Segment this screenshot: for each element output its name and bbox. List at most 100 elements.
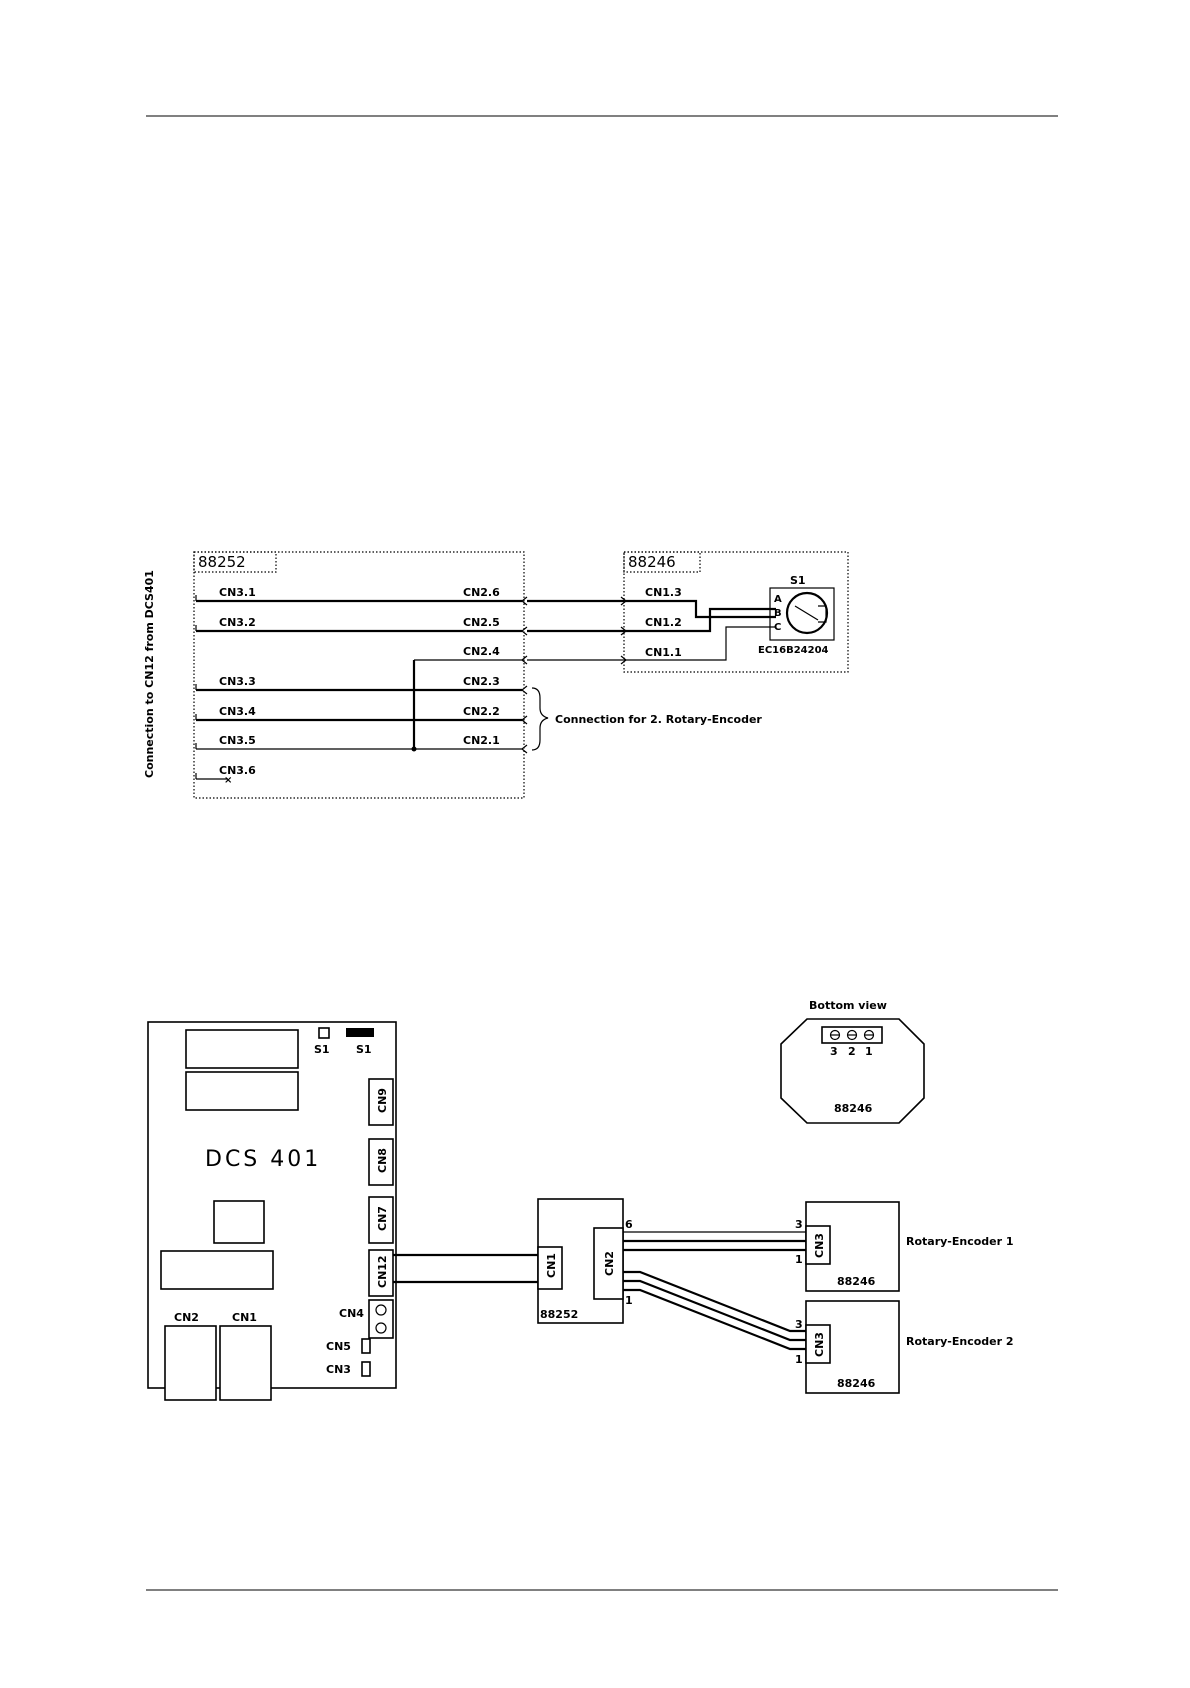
encoder2-cable [623, 1288, 806, 1351]
cn2-pin-label: CN2.5 [463, 616, 500, 629]
switch-pin-label: B [774, 608, 782, 619]
encoder1-cn3 [805, 1225, 831, 1265]
connector-cn1 [219, 1325, 272, 1401]
cn1-pin-label: CN1.3 [645, 586, 682, 599]
connector-cn2-label: CN2 [174, 1311, 199, 1324]
adapter-pin-top: 6 [625, 1218, 633, 1231]
board-component [160, 1250, 274, 1290]
switch-pin-label: C [774, 622, 781, 633]
connector-cn8-label: CN8 [376, 1148, 389, 1173]
bottom-view-pin [863, 1029, 875, 1041]
connector-cn12 [368, 1249, 394, 1297]
connector-mark [521, 685, 528, 695]
board-component [185, 1029, 299, 1069]
switch-body [769, 587, 835, 641]
no-connect-mark: × [224, 775, 232, 786]
cn2-pin-label: CN2.6 [463, 586, 500, 599]
schematic-diagram: 88252 88246 Connection to CN12 from DCS4… [143, 551, 849, 799]
adapter-cn1 [537, 1246, 563, 1290]
connector-cn8 [368, 1138, 394, 1186]
connector-mark [521, 744, 528, 754]
cn1-pin-label: CN1.1 [645, 646, 682, 659]
side-connection-label: Connection to CN12 from DCS401 [143, 570, 156, 778]
cn3-pin-label: CN3.6 [219, 764, 256, 777]
connector-mark [521, 626, 528, 636]
adapter-cn2 [593, 1227, 624, 1300]
encoder2-cable [623, 1270, 806, 1333]
board-component [185, 1071, 299, 1111]
switch-pin-label: A [774, 594, 782, 605]
wire [626, 599, 776, 619]
cn3-pin-label: CN3.4 [219, 705, 256, 718]
connector-cn1-label: CN1 [232, 1311, 257, 1324]
encoder1-pin-top: 3 [795, 1218, 803, 1231]
cn2-pin-label: CN2.4 [463, 645, 500, 658]
connector-cn7 [368, 1196, 394, 1244]
connector-cn4-label: CN4 [339, 1307, 364, 1320]
board-88252-title-box [193, 551, 277, 573]
connector-cn3-label: CN3 [326, 1363, 351, 1376]
bottom-view-pin-label: 2 [848, 1045, 856, 1058]
bottom-view-pin-label: 3 [830, 1045, 838, 1058]
connector-mark [521, 715, 528, 725]
connector-cn2 [164, 1325, 217, 1401]
switch-contact [818, 605, 827, 623]
adapter-pin-bottom: 1 [625, 1294, 633, 1307]
bottom-view-title: Bottom view [809, 999, 887, 1012]
switch-contact [794, 605, 819, 621]
wire [626, 626, 776, 661]
board-component [213, 1200, 265, 1244]
encoder1-label: 88246 [837, 1275, 876, 1288]
encoder2-pin-bottom: 1 [795, 1353, 803, 1366]
connector-cn5 [361, 1338, 371, 1354]
adapter-cn2-label: CN2 [603, 1251, 616, 1276]
cn2-pin-label: CN2.1 [463, 734, 500, 747]
wiring-diagram: DCS 401 S1 S1 CN9 CN8 CN7 CN12 CN4 CN5 C… [147, 999, 1014, 1401]
bottom-view-label: 88246 [834, 1102, 873, 1115]
encoder2-cn3-label: CN3 [813, 1332, 826, 1357]
bottom-view-pin [829, 1029, 841, 1041]
cn3-pin-label: CN3.1 [219, 586, 256, 599]
board-88246-label: 88246 [628, 553, 676, 571]
encoder2-name: Rotary-Encoder 2 [906, 1335, 1014, 1348]
board-88246-title-box [623, 551, 701, 573]
connector-cn9-label: CN9 [376, 1088, 389, 1113]
dcs401-title: DCS 401 [205, 1147, 321, 1172]
cn3-pin-label: CN3.5 [219, 734, 256, 747]
encoder1-name: Rotary-Encoder 1 [906, 1235, 1014, 1248]
cn1-pin-label: CN1.2 [645, 616, 682, 629]
encoder2-pin-top: 3 [795, 1318, 803, 1331]
connector-cn9 [368, 1078, 394, 1126]
cn4-terminal [375, 1304, 387, 1316]
bottom-view-pin-label: 1 [865, 1045, 873, 1058]
connector-cn3 [361, 1361, 371, 1377]
s1-right-label: S1 [356, 1043, 372, 1056]
bottom-view-outline [780, 1018, 925, 1124]
board-88252-outline [193, 551, 525, 799]
connector-cn4 [368, 1299, 394, 1339]
connector-mark [521, 596, 528, 606]
encoder-symbol [785, 591, 829, 635]
cn3-pin-label: CN3.3 [219, 675, 256, 688]
cn2-pin-label: CN2.3 [463, 675, 500, 688]
connector-cn12-label: CN12 [376, 1255, 389, 1288]
brace [531, 687, 549, 751]
connector-cn7-label: CN7 [376, 1206, 389, 1231]
bottom-view-pin [846, 1029, 858, 1041]
junction-dot [411, 746, 417, 752]
encoder2-label: 88246 [837, 1377, 876, 1390]
cn4-terminal [375, 1322, 387, 1334]
s1-left-label: S1 [314, 1043, 330, 1056]
connection-note: Connection for 2. Rotary-Encoder [555, 713, 762, 726]
s1-switch-small [318, 1027, 330, 1039]
encoder1-cn3-label: CN3 [813, 1233, 826, 1258]
encoder2-cable [623, 1279, 806, 1342]
cn3-pin-label: CN3.2 [219, 616, 256, 629]
s1-dip-switch [346, 1028, 374, 1037]
encoder1-pin-bottom: 1 [795, 1253, 803, 1266]
switch-part-number: EC16B24204 [758, 645, 829, 656]
encoder2-cn3 [805, 1324, 831, 1364]
connector-mark [521, 655, 528, 665]
